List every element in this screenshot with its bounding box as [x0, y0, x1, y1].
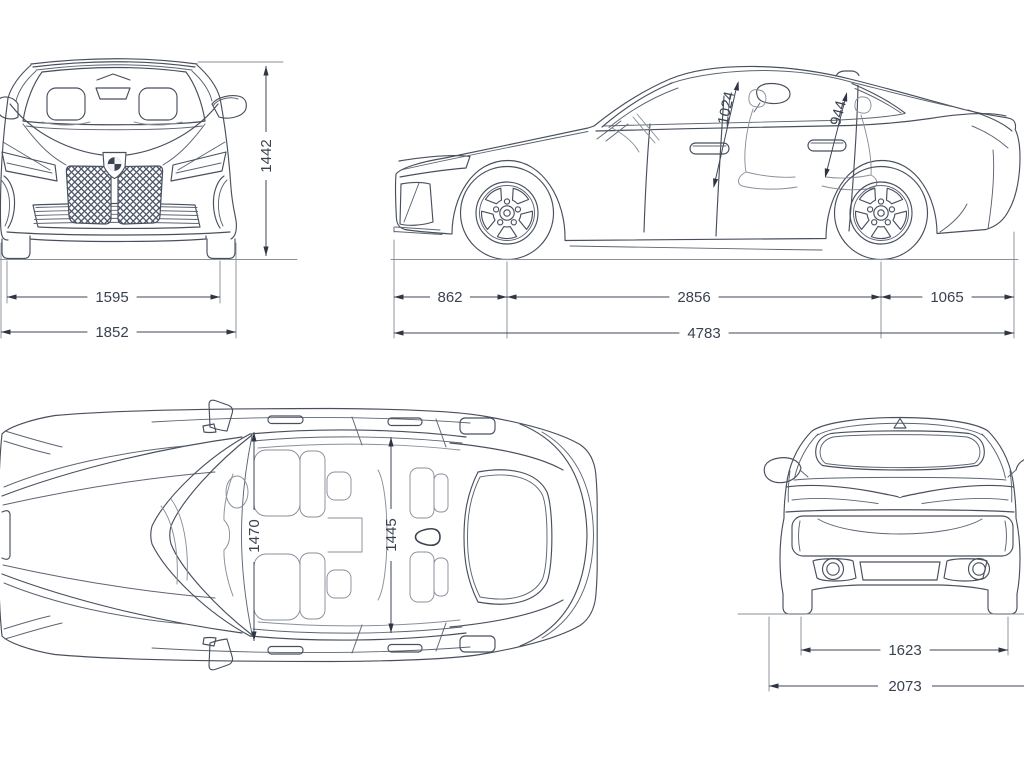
svg-text:944: 944	[827, 99, 850, 128]
svg-text:1470: 1470	[246, 519, 263, 552]
svg-text:862: 862	[437, 289, 462, 306]
svg-text:2856: 2856	[677, 289, 710, 306]
svg-text:1442: 1442	[258, 139, 275, 172]
svg-text:1595: 1595	[95, 289, 128, 306]
svg-text:1852: 1852	[95, 324, 128, 341]
svg-text:4783: 4783	[687, 325, 720, 342]
svg-text:1623: 1623	[888, 642, 921, 659]
svg-text:2073: 2073	[888, 678, 921, 695]
svg-text:1024: 1024	[715, 90, 739, 126]
svg-text:1445: 1445	[383, 518, 400, 551]
svg-text:1065: 1065	[930, 289, 963, 306]
